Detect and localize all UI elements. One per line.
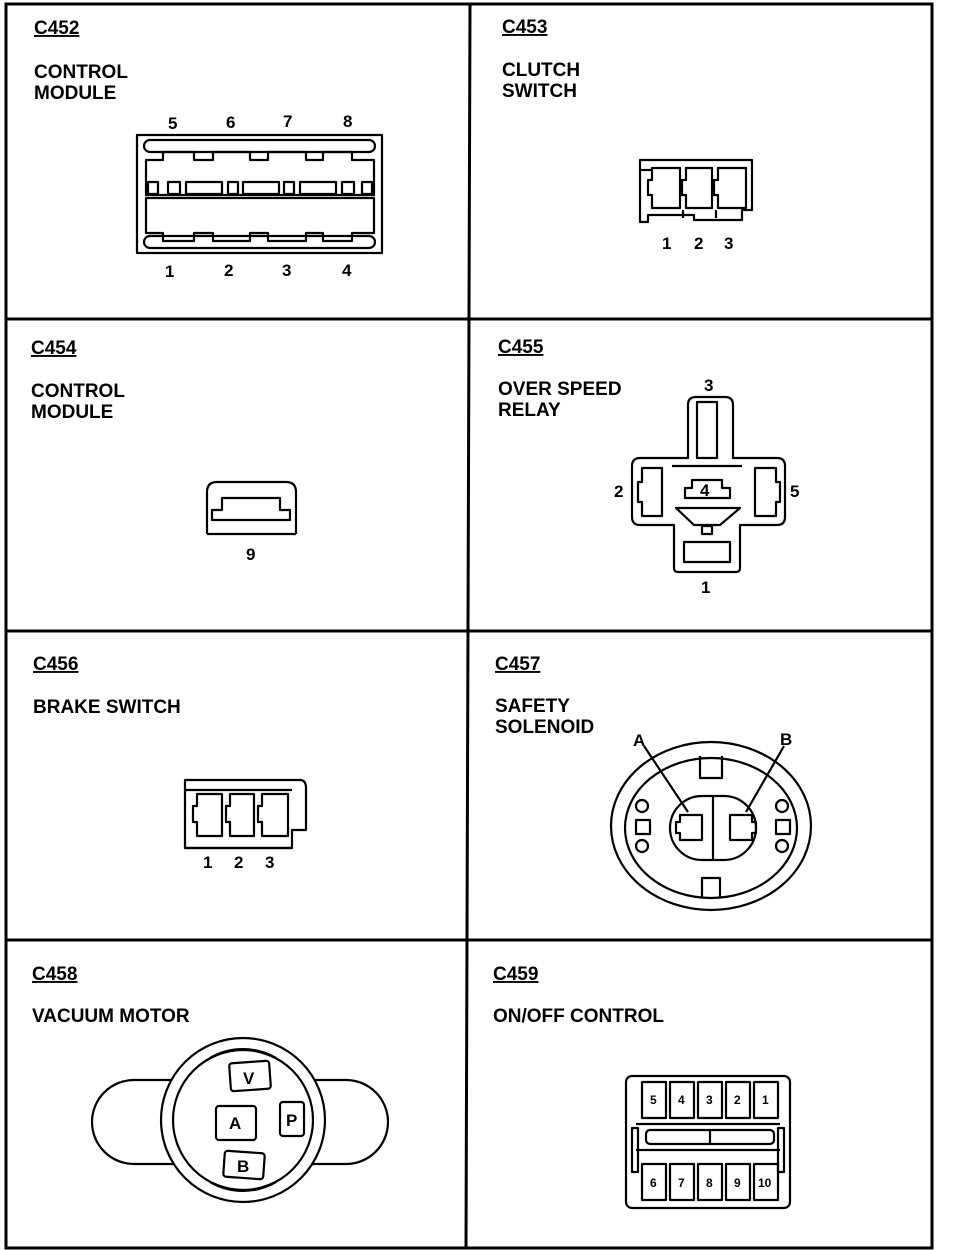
pin-label: 2 xyxy=(734,1093,741,1107)
c453-connector-drawing xyxy=(638,158,754,224)
panel-c456: C456 BRAKE SWITCH 1 2 3 xyxy=(33,654,308,872)
connector-id: C454 xyxy=(31,338,77,359)
connector-title-line: RELAY xyxy=(498,400,561,421)
pin-label: V xyxy=(243,1069,255,1088)
pin-label: 4 xyxy=(700,481,710,500)
connector-title-line: MODULE xyxy=(34,83,116,104)
pin-label: 5 xyxy=(650,1093,657,1107)
panel-c457: C457 SAFETY SOLENOID A B xyxy=(495,654,813,912)
connector-id: C459 xyxy=(493,964,538,985)
c454-connector-drawing xyxy=(205,480,298,536)
pin-label: 1 xyxy=(762,1093,769,1107)
c456-connector-drawing xyxy=(183,778,308,850)
panel-c459: C459 ON/OFF CONTROL 5 4 3 2 1 6 7 8 xyxy=(493,964,792,1210)
pin-label: 8 xyxy=(706,1176,713,1190)
panel-c453: C453 CLUTCH SWITCH 1 2 3 xyxy=(502,17,754,253)
connector-title-line: MODULE xyxy=(31,402,113,423)
pin-label: 1 xyxy=(165,262,174,281)
grid-frame xyxy=(4,2,934,1250)
pin-label: 8 xyxy=(343,112,352,131)
pin-label: P xyxy=(286,1111,297,1130)
pin-label: 3 xyxy=(265,853,274,872)
connector-title-line: SWITCH xyxy=(502,81,577,102)
pin-label: 1 xyxy=(203,853,212,872)
connector-title-line: CONTROL xyxy=(34,62,128,83)
pin-label: A xyxy=(229,1114,241,1133)
pin-label: 10 xyxy=(758,1176,772,1190)
connector-title-line: VACUUM MOTOR xyxy=(32,1006,190,1027)
connector-title-line: SAFETY xyxy=(495,696,570,717)
pin-label: 2 xyxy=(234,853,243,872)
pin-label: 7 xyxy=(678,1176,685,1190)
panel-c458: C458 VACUUM MOTOR V A P B xyxy=(32,964,390,1204)
pin-label: 3 xyxy=(282,261,291,280)
pin-label: 2 xyxy=(224,261,233,280)
pin-label: 3 xyxy=(704,376,713,395)
pin-label: 6 xyxy=(650,1176,657,1190)
pin-label: A xyxy=(633,731,645,750)
panel-c455: C455 OVER SPEED RELAY 3 2 4 5 1 xyxy=(498,337,799,597)
c459-connector-drawing xyxy=(624,1074,792,1210)
connector-title-line: BRAKE SWITCH xyxy=(33,697,181,718)
connector-title-line: ON/OFF CONTROL xyxy=(493,1006,664,1027)
pin-label: 9 xyxy=(734,1176,741,1190)
connector-id: C456 xyxy=(33,654,78,675)
connector-title-line: SOLENOID xyxy=(495,717,594,738)
pin-label: 2 xyxy=(614,482,623,501)
pin-label: 4 xyxy=(678,1093,685,1107)
pin-label: 5 xyxy=(168,114,177,133)
pin-label: 4 xyxy=(342,261,352,280)
pin-label: 7 xyxy=(283,112,292,131)
connector-id: C457 xyxy=(495,654,540,675)
connector-id: C453 xyxy=(502,17,547,38)
pin-label: 3 xyxy=(706,1093,713,1107)
pin-label: 1 xyxy=(662,234,671,253)
pin-label: 3 xyxy=(724,234,733,253)
pin-label: B xyxy=(780,730,792,749)
connector-title-line: CONTROL xyxy=(31,381,125,402)
connector-title-line: CLUTCH xyxy=(502,60,580,81)
panel-c454: C454 CONTROL MODULE 9 xyxy=(31,338,298,564)
pin-label: 6 xyxy=(226,113,235,132)
connector-title-line: OVER SPEED xyxy=(498,379,622,400)
pin-label: 1 xyxy=(701,578,710,597)
pin-label: 9 xyxy=(246,545,255,564)
c455-connector-drawing xyxy=(630,395,787,574)
c458-connector-drawing xyxy=(90,1036,390,1204)
c452-connector-drawing xyxy=(135,133,384,255)
connector-id: C455 xyxy=(498,337,544,358)
connector-id: C452 xyxy=(34,18,79,39)
c457-connector-drawing xyxy=(609,740,813,912)
pin-label: 5 xyxy=(790,482,799,501)
pin-label: B xyxy=(237,1157,249,1176)
panel-c452: C452 CONTROL MODULE 5 6 7 8 1 2 3 4 xyxy=(34,18,384,281)
connector-id: C458 xyxy=(32,964,77,985)
pin-label: 2 xyxy=(694,234,703,253)
